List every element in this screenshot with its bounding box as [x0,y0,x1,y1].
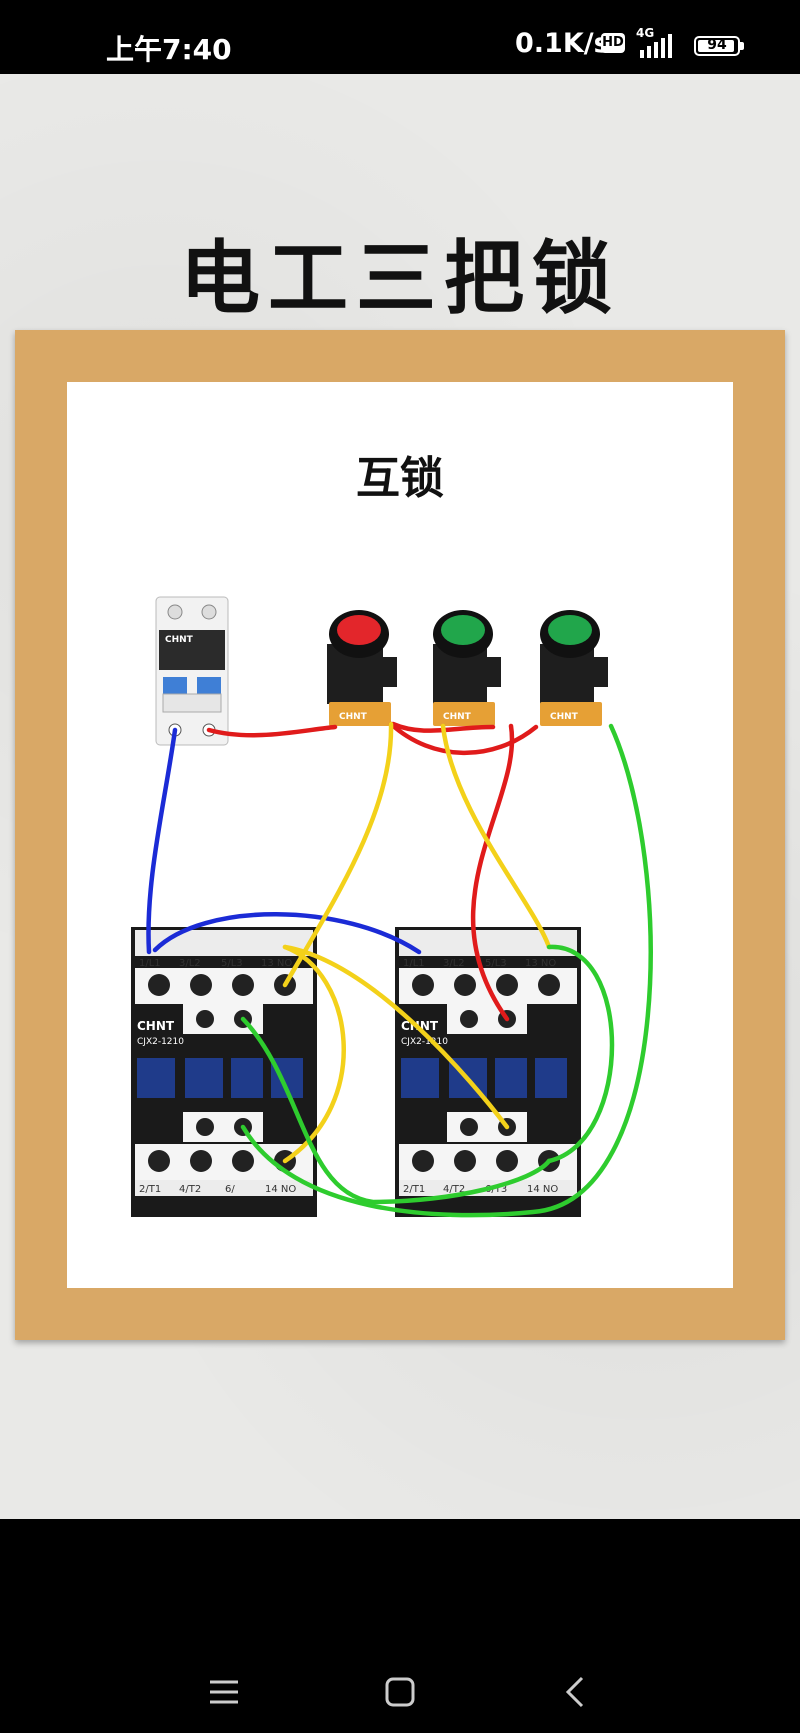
poster-image: 电工三把锁 互锁 CHNT [0,74,800,1519]
menu-icon[interactable] [204,1672,244,1712]
c1-terminal-3: 5/L3 [221,958,243,969]
signal-icon [640,34,672,58]
battery-icon: 94 [694,36,740,56]
battery-cap [740,42,744,50]
c1-terminal-2: 3/L2 [179,958,201,969]
wiring-diagram: CHNT CHNT CHN [131,596,653,1218]
c2-terminal-2: 3/L2 [443,958,465,969]
c1-brand: CHNT [137,1019,175,1033]
yellow-wire-2 [440,723,552,950]
red-wire-2 [388,721,539,756]
c1-bottom-1: 2/T1 [139,1184,161,1195]
diagram-title: 互锁 [356,453,444,504]
red-wire-breaker [206,724,338,738]
navigation-bar [0,1519,800,1733]
c1-terminal-4: 13 NO [261,958,292,969]
battery-level: 94 [707,37,727,53]
c2-terminal-3: 5/L3 [485,958,507,969]
start-button-green-1: CHNT [433,610,501,726]
c2-terminal-1: 1/L1 [403,958,425,969]
start-button-green-2: CHNT [540,610,608,726]
button-brand-1: CHNT [339,712,368,722]
status-time: 上午7:40 [106,33,232,66]
poster-title: 电工三把锁 [180,232,620,325]
breaker-brand: CHNT [165,635,194,645]
back-icon[interactable] [556,1672,596,1712]
c1-bottom-4: 14 NO [265,1184,296,1195]
yellow-wire-4 [282,944,510,1130]
c2-terminal-4: 13 NO [525,958,556,969]
status-bar: 上午7:40 0.1K/s HD 4G 94 [0,0,800,74]
c2-model: CJX2-1210 [401,1037,448,1047]
yellow-wire-3 [282,944,346,1164]
button-brand-3: CHNT [550,712,579,722]
c1-terminal-1: 1/L1 [139,958,161,969]
c2-bottom-2: 4/T2 [443,1184,465,1195]
blue-wire-breaker [146,727,178,955]
network-speed: 0.1K/s [515,28,610,59]
c1-bottom-2: 4/T2 [179,1184,201,1195]
hd-badge: HD [601,33,625,53]
c1-model: CJX2-1210 [137,1037,184,1047]
circuit-breaker: CHNT [155,596,229,746]
c2-bottom-4: 14 NO [527,1184,558,1195]
c1-bottom-3: 6/ [225,1184,235,1195]
network-type: 4G [636,26,655,40]
button-brand-2: CHNT [443,712,472,722]
c2-bottom-1: 2/T1 [403,1184,425,1195]
green-wire-2 [240,1016,552,1205]
red-wire-1 [390,721,496,733]
stop-button-red: CHNT [327,610,397,726]
c2-bottom-3: 6/T3 [485,1184,507,1195]
red-wire-down [470,723,515,1022]
green-wire-1 [240,723,653,1218]
blue-wire-bridge [152,912,422,955]
green-wire-3 [546,944,615,1164]
home-icon[interactable] [380,1672,420,1712]
contactor-1: 1/L1 3/L2 5/L3 13 NO CHNT CJX2-1210 [131,927,317,1217]
contactor-2: 1/L1 3/L2 5/L3 13 NO CHNT CJX2-1210 [395,927,581,1217]
diagram-board: 互锁 CHNT CHNT [73,382,727,1288]
